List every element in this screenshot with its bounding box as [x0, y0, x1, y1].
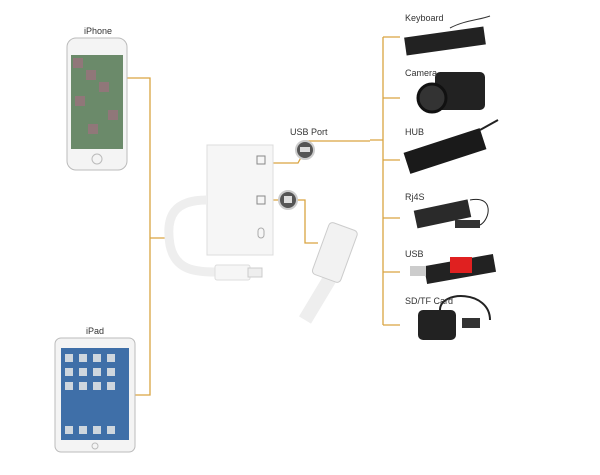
usb-port-label: USB Port — [290, 127, 328, 137]
ethernet-port-icon — [256, 195, 266, 205]
ipad-label: iPad — [86, 326, 105, 336]
rj45-image — [413, 198, 489, 229]
rj45-label: Rj4S — [405, 192, 425, 202]
usb-port-icon — [256, 155, 266, 165]
sd-tf-card-label: SD/TF Card — [405, 296, 454, 306]
hub-image — [403, 119, 499, 174]
left-connector — [127, 77, 165, 396]
usb-port-line — [272, 140, 370, 164]
iphone-image — [66, 37, 128, 171]
hub-label: HUB — [405, 127, 425, 137]
keyboard-image — [404, 15, 491, 56]
usb-drive-image — [410, 254, 497, 284]
sd-card-reader-image — [418, 295, 491, 340]
keyboard-label: Keyboard — [405, 13, 444, 23]
right-connector — [370, 36, 400, 326]
ethernet-cable-image — [298, 222, 358, 324]
camera-image — [416, 72, 485, 114]
ipad-image — [54, 337, 136, 453]
adapter-image — [164, 144, 274, 281]
iphone-label: iPhone — [84, 26, 113, 36]
camera-label: Camera — [405, 68, 438, 78]
usb-label: USB — [405, 249, 424, 259]
lightning-port-icon — [257, 227, 265, 239]
